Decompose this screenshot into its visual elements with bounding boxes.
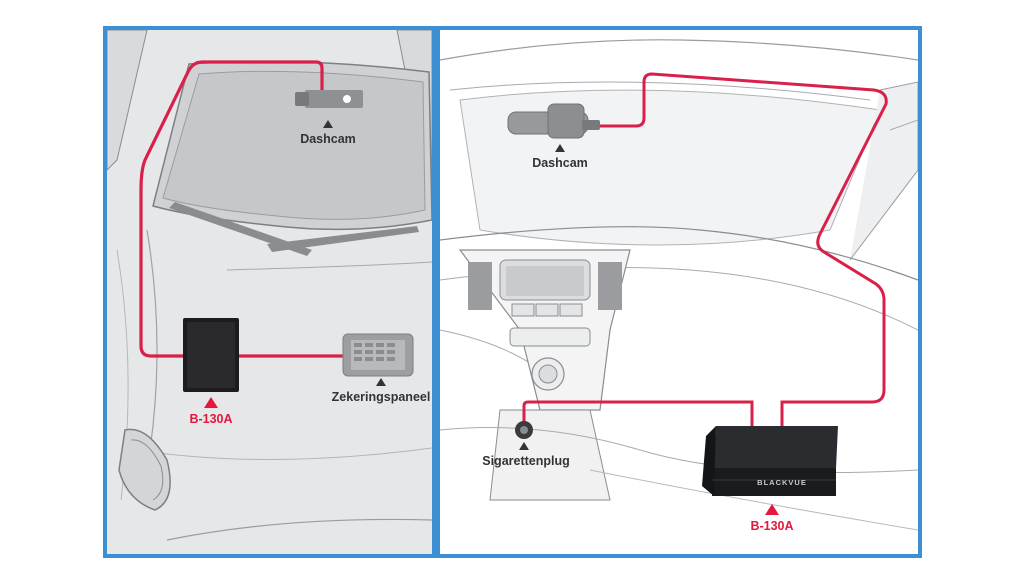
dashcam-pointer-icon	[555, 144, 565, 152]
b130a-box-icon	[702, 426, 838, 496]
interior-view-panel: BLACKVUE Dashcam Sigarettenplug B-130A	[436, 26, 922, 558]
cigarette-socket-label: Sigarettenplug	[482, 454, 570, 468]
cable-socket-to-box	[522, 400, 754, 426]
fuse-pointer-icon	[376, 378, 386, 386]
dashcam-label: Dashcam	[300, 132, 356, 146]
b130a-box-icon	[183, 318, 239, 392]
center-console-icon	[458, 249, 631, 411]
dashcam-pointer-icon	[323, 120, 333, 128]
cigarette-socket-icon	[515, 421, 533, 439]
cable-dashcam-to-box	[139, 60, 324, 358]
b130a-label: B-130A	[750, 519, 794, 533]
fuse-panel-icon	[342, 333, 414, 377]
car-interior-drawing	[440, 30, 918, 554]
b130a-pointer-icon	[204, 397, 218, 408]
dashcam-icon	[507, 103, 600, 139]
dashcam-icon	[295, 90, 363, 108]
b130a-label: B-130A	[189, 412, 233, 426]
top-view-panel: Dashcam B-130A Zekeringspaneel	[103, 26, 436, 558]
b130a-pointer-icon	[765, 504, 779, 515]
car-top-view-drawing	[107, 30, 432, 554]
fuse-panel-label: Zekeringspaneel	[331, 390, 431, 404]
dashcam-label: Dashcam	[532, 156, 588, 170]
cable-dashcam-to-box	[600, 72, 888, 426]
socket-pointer-icon	[519, 442, 529, 450]
blackvue-brand-logo: BLACKVUE	[757, 478, 807, 487]
